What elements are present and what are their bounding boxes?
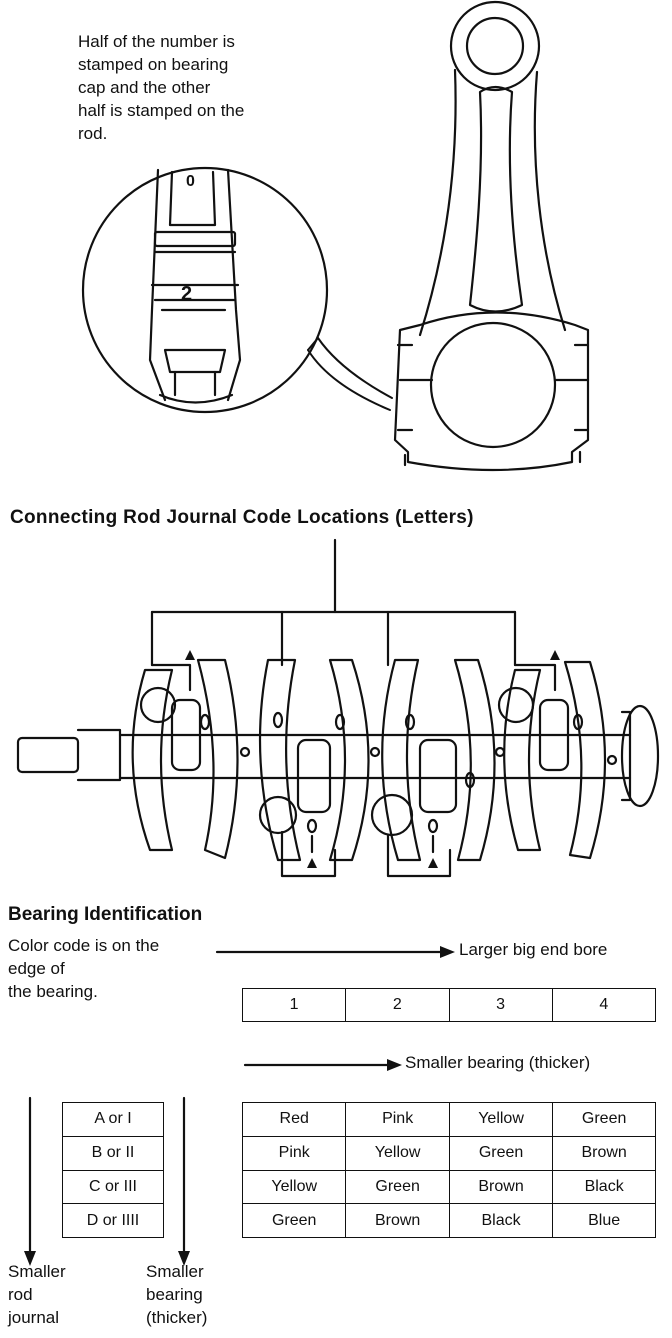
- label-line: journal: [8, 1308, 60, 1327]
- magnified-stamp-view: [81, 166, 393, 414]
- label-line: Smaller: [8, 1262, 66, 1281]
- color-cell: Yellow: [345, 1135, 450, 1171]
- color-cell: Yellow: [241, 1169, 347, 1205]
- rod-note-line: rod.: [78, 124, 108, 143]
- bore-number-cell: 4: [551, 988, 657, 1022]
- color-cell: Brown: [345, 1203, 450, 1238]
- journal-code-cell: A or I: [62, 1102, 164, 1137]
- crank-code-heading: Connecting Rod Journal Code Locations (L…: [10, 507, 474, 528]
- bearing-note-line: Color code is on the: [8, 936, 160, 955]
- bore-number-table: 1 2 3 4: [241, 988, 657, 1022]
- label-line: Smaller: [146, 1262, 204, 1281]
- color-cell: Blue: [552, 1203, 656, 1238]
- rod-note-line: Half of the number is: [78, 32, 235, 51]
- arrow-head-smaller-bearing-thicker: [178, 1251, 190, 1266]
- journal-code-cell: D or IIII: [62, 1203, 164, 1238]
- rod-stamp-note: Half of the number is stamped on bearing…: [78, 30, 328, 145]
- journal-code-cell: B or II: [62, 1135, 164, 1171]
- rod-note-line: stamped on bearing: [78, 55, 229, 74]
- color-cell: Green: [552, 1102, 656, 1137]
- crankshaft-drawing: [16, 538, 660, 878]
- color-cell: Black: [448, 1203, 554, 1238]
- table-row: Yellow Green Brown Black: [241, 1169, 656, 1205]
- table-row: 1 2 3 4: [241, 988, 657, 1022]
- color-cell: Green: [448, 1135, 554, 1171]
- table-row: B or II: [62, 1135, 164, 1171]
- journal-code-table: A or I B or II C or III D or IIII: [62, 1102, 164, 1238]
- table-row: Pink Yellow Green Brown: [241, 1135, 656, 1171]
- bearing-arrows: [28, 950, 447, 1257]
- label-line: rod: [8, 1285, 33, 1304]
- rod-note-line: cap and the other: [78, 78, 211, 97]
- bearing-note-line: the bearing.: [8, 982, 98, 1001]
- color-cell: Red: [241, 1102, 347, 1137]
- bearing-id-title: Bearing Identification: [8, 904, 203, 925]
- bearing-note-line: edge of: [8, 959, 65, 978]
- bearing-color-table: Red Pink Yellow Green Pink Yellow Green …: [241, 1102, 656, 1238]
- bore-number-cell: 1: [241, 988, 347, 1022]
- smaller-rod-journal-label: Smaller rod journal: [8, 1260, 66, 1329]
- table-row: A or I: [62, 1102, 164, 1137]
- label-line: bearing: [146, 1285, 203, 1304]
- arrow-head-larger-bore: [440, 946, 455, 958]
- journal-code-cell: C or III: [62, 1169, 164, 1205]
- color-cell: Green: [241, 1203, 347, 1238]
- color-cell: Brown: [448, 1169, 554, 1205]
- stamp-digit-bottom: 2: [181, 283, 192, 305]
- table-row: Green Brown Black Blue: [241, 1203, 656, 1238]
- color-cell: Green: [345, 1169, 450, 1205]
- bore-number-cell: 3: [448, 988, 553, 1022]
- color-cell: Pink: [241, 1135, 347, 1171]
- color-cell: Black: [552, 1169, 656, 1205]
- label-line: (thicker): [146, 1308, 208, 1327]
- stamp-digit-top: 0: [186, 173, 195, 190]
- larger-bore-label: Larger big end bore: [459, 940, 608, 959]
- color-cell: Pink: [345, 1102, 450, 1137]
- bore-number-cell: 2: [345, 988, 450, 1022]
- connecting-rod-drawing: [393, 0, 590, 472]
- rod-note-line: half is stamped on the: [78, 101, 245, 120]
- table-row: Red Pink Yellow Green: [241, 1102, 656, 1137]
- color-cell: Yellow: [448, 1102, 554, 1137]
- table-row: D or IIII: [62, 1203, 164, 1238]
- smaller-bearing-label: Smaller bearing (thicker): [405, 1053, 591, 1072]
- arrow-head-smaller-bearing: [387, 1059, 402, 1071]
- arrow-head-smaller-journal: [24, 1251, 36, 1266]
- table-row: C or III: [62, 1169, 164, 1205]
- smaller-bearing-thicker-label: Smaller bearing (thicker): [146, 1260, 207, 1329]
- color-cell: Brown: [552, 1135, 656, 1171]
- bearing-color-note: Color code is on the edge of the bearing…: [8, 934, 159, 1003]
